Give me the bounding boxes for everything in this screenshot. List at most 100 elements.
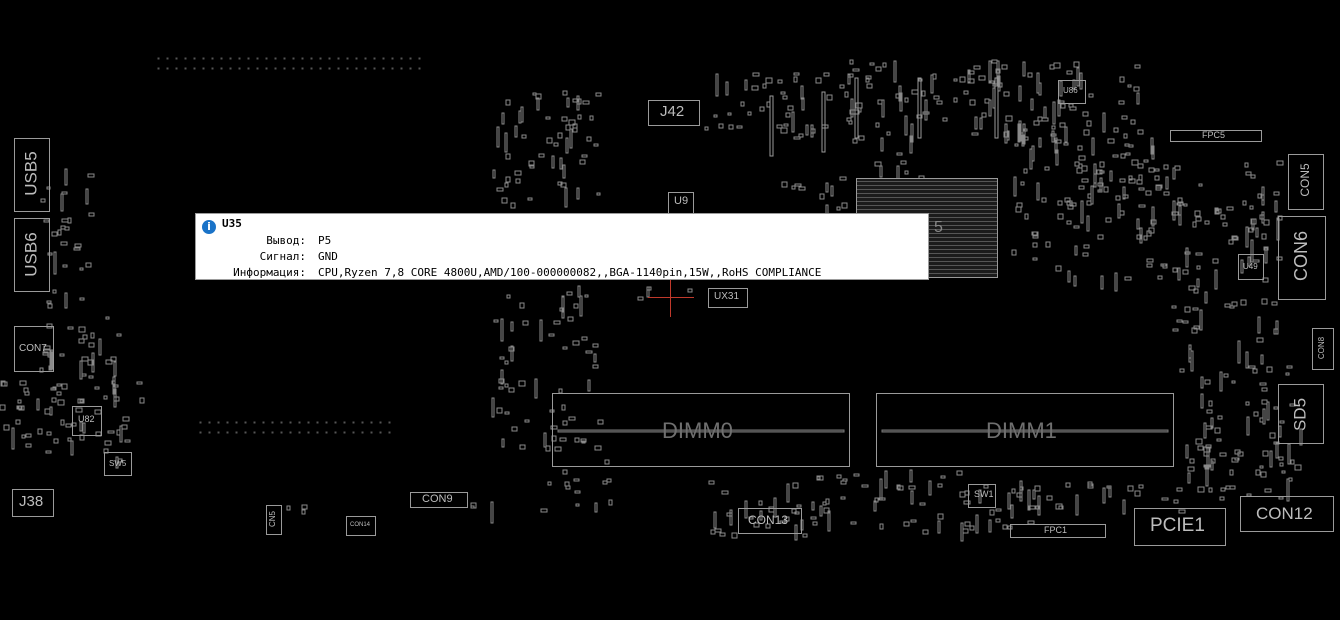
con8-connector[interactable]: [1312, 328, 1334, 370]
footprint-pad: [747, 111, 752, 116]
footprint-pad: [51, 231, 58, 237]
footprint-pad: [1154, 175, 1160, 181]
footprint-pad: [564, 187, 568, 208]
footprint-pad: [608, 499, 613, 506]
fpc5-connector[interactable]: [1170, 130, 1262, 142]
con12-connector[interactable]: [1240, 496, 1334, 532]
footprint-pad: [1237, 340, 1241, 364]
con5-connector[interactable]: [1288, 154, 1324, 210]
u49-chip[interactable]: [1238, 254, 1264, 280]
footprint-pad: [25, 443, 32, 448]
j38-connector[interactable]: [12, 489, 54, 517]
con13-connector[interactable]: [738, 508, 802, 534]
footprint-pad: [861, 484, 869, 488]
footprint-pad: [1002, 524, 1008, 530]
pcie1-label: PCIE1: [1150, 515, 1205, 536]
footprint-pad: [852, 109, 860, 115]
footprint-pad: [1014, 143, 1019, 147]
footprint-pad: [1100, 275, 1104, 290]
footprint-pad: [1049, 64, 1055, 70]
footprint-pad: [1066, 70, 1073, 75]
footprint-pad: [470, 502, 477, 509]
footprint-pad: [1090, 185, 1094, 205]
footprint-pad: [1057, 200, 1063, 206]
footprint-pad: [70, 440, 74, 456]
footprint-pad: [418, 57, 421, 60]
footprint-pad: [1269, 432, 1276, 439]
footprint-pad: [1136, 92, 1140, 105]
footprint-pad: [1076, 167, 1083, 174]
footprint-pad: [793, 72, 800, 76]
sw5-switch[interactable]: [104, 452, 132, 476]
footprint-pad: [1010, 504, 1014, 519]
u82-chip[interactable]: [72, 406, 102, 436]
footprint-pad: [715, 73, 719, 97]
footprint-pad: [1023, 168, 1028, 174]
footprint-pad: [878, 497, 886, 501]
footprint-pad: [1, 381, 8, 387]
footprint-pad: [37, 428, 43, 435]
footprint-pad: [821, 91, 826, 153]
footprint-pad: [1134, 490, 1141, 497]
footprint-pad: [21, 434, 26, 439]
footprint-pad: [1083, 129, 1090, 136]
footprint-pad: [44, 408, 51, 415]
footprint-pad: [113, 361, 117, 377]
footprint-pad: [1244, 162, 1249, 168]
footprint-pad: [904, 170, 909, 175]
footprint-pad: [352, 421, 355, 424]
footprint-pad: [981, 112, 987, 118]
footprint-pad: [1263, 219, 1270, 226]
sw5-label: SW5: [109, 459, 127, 468]
footprint-pad: [520, 106, 524, 123]
con7-connector[interactable]: [14, 326, 54, 372]
footprint-pad: [566, 291, 573, 296]
con9-connector[interactable]: [410, 492, 468, 508]
footprint-pad: [1172, 328, 1179, 332]
footprint-pad: [1214, 427, 1221, 434]
footprint-pad: [989, 509, 995, 516]
footprint-pad: [646, 286, 652, 291]
footprint-pad: [1172, 200, 1176, 221]
footprint-pad: [791, 508, 797, 514]
footprint-pad: [1022, 61, 1026, 77]
footprint-pad: [1234, 457, 1240, 461]
footprint-pad: [581, 154, 588, 158]
footprint-pad: [1204, 291, 1208, 304]
footprint-pad: [256, 67, 259, 70]
cn5-label: CN5: [268, 511, 277, 528]
footprint-pad: [728, 124, 734, 130]
ux31-chip[interactable]: [708, 288, 748, 308]
con6-connector[interactable]: [1278, 216, 1326, 300]
footprint-pad: [1154, 168, 1160, 172]
footprint-pad: [930, 74, 934, 94]
fpc1-connector[interactable]: [1010, 524, 1106, 538]
footprint-pad: [199, 431, 202, 434]
footprint-pad: [1134, 64, 1141, 69]
usb5-connector[interactable]: [14, 138, 50, 212]
dimm1-slot[interactable]: [876, 393, 1174, 467]
cn5-connector[interactable]: [266, 505, 282, 535]
footprint-pad: [1066, 220, 1072, 225]
footprint-pad: [325, 421, 328, 424]
footprint-pad: [924, 99, 928, 121]
sw1-switch[interactable]: [968, 484, 996, 508]
footprint-pad: [805, 124, 809, 136]
footprint-pad: [62, 264, 68, 268]
sd5-slot[interactable]: [1278, 384, 1324, 444]
j42-connector[interactable]: [648, 100, 700, 126]
footprint-pad: [1119, 178, 1126, 183]
footprint-pad: [74, 243, 82, 248]
footprint-pad: [975, 514, 979, 534]
usb6-connector[interactable]: [14, 218, 50, 292]
con14-connector[interactable]: [346, 516, 376, 536]
u86-chip[interactable]: [1058, 80, 1086, 104]
footprint-pad: [794, 524, 798, 541]
footprint-pad: [307, 431, 310, 434]
footprint-pad: [740, 101, 745, 107]
dimm0-slot[interactable]: [552, 393, 850, 467]
pcie1-connector[interactable]: [1134, 508, 1226, 546]
footprint-pad: [193, 67, 196, 70]
footprint-pad: [791, 185, 796, 190]
